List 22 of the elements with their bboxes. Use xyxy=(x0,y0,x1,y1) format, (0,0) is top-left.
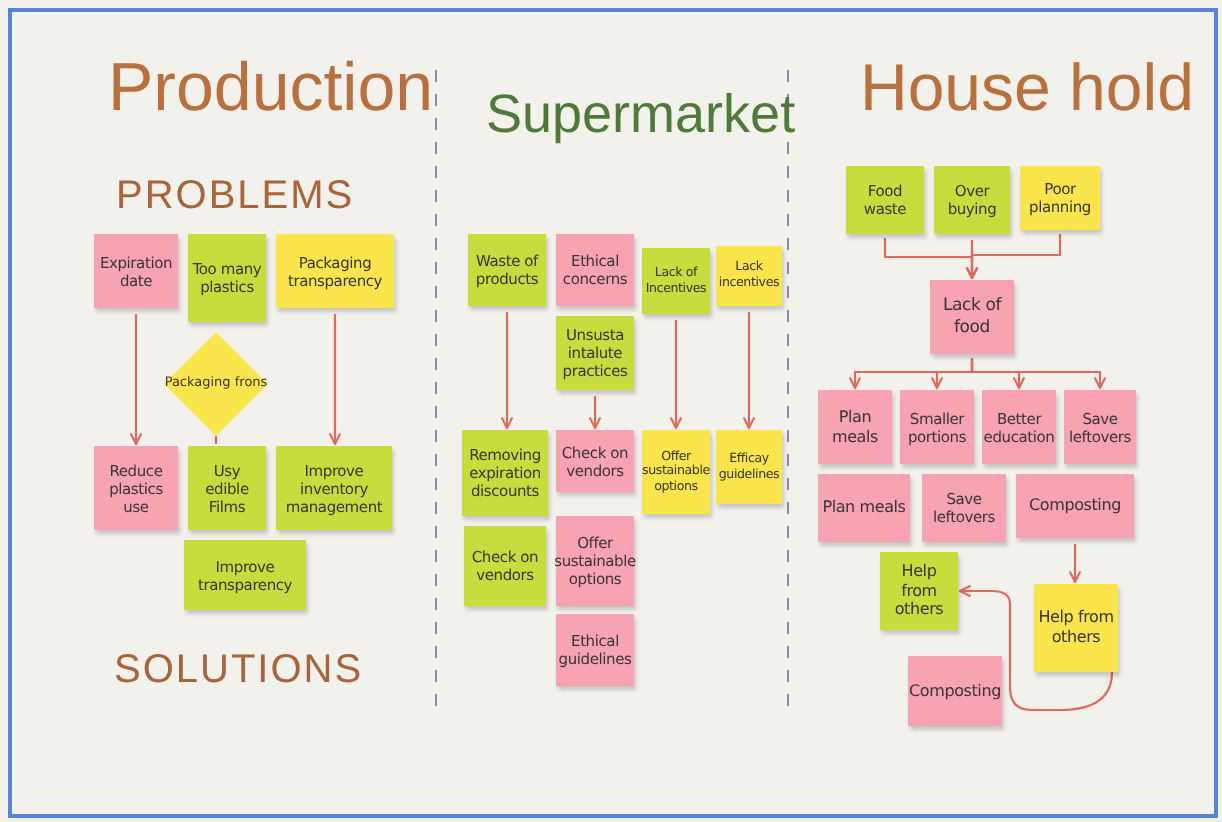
sticky-note: Lack of food xyxy=(930,280,1014,354)
arrow xyxy=(500,312,514,430)
sticky-note: Composting xyxy=(1016,474,1134,538)
arrow xyxy=(742,312,756,430)
sticky-note: Help from others xyxy=(880,552,958,630)
arrow xyxy=(669,320,683,430)
sticky-note: Composting xyxy=(908,656,1002,726)
section-title: House hold xyxy=(860,54,1194,120)
sticky-note: Help from others xyxy=(1034,584,1118,672)
section-title: Production xyxy=(108,54,434,122)
arrow xyxy=(588,396,602,430)
arrow xyxy=(970,358,1107,390)
arrow xyxy=(129,314,143,446)
arrow xyxy=(1068,544,1082,584)
arrow xyxy=(958,584,1114,712)
sticky-note: Plan meals xyxy=(818,390,892,464)
section-heading: PROBLEMS xyxy=(116,176,355,216)
arrow xyxy=(965,234,1062,280)
section-heading: SOLUTIONS xyxy=(114,650,364,690)
arrow xyxy=(328,314,342,446)
section-title: Supermarket xyxy=(486,88,796,142)
sticky-note: Plan meals xyxy=(818,474,910,542)
